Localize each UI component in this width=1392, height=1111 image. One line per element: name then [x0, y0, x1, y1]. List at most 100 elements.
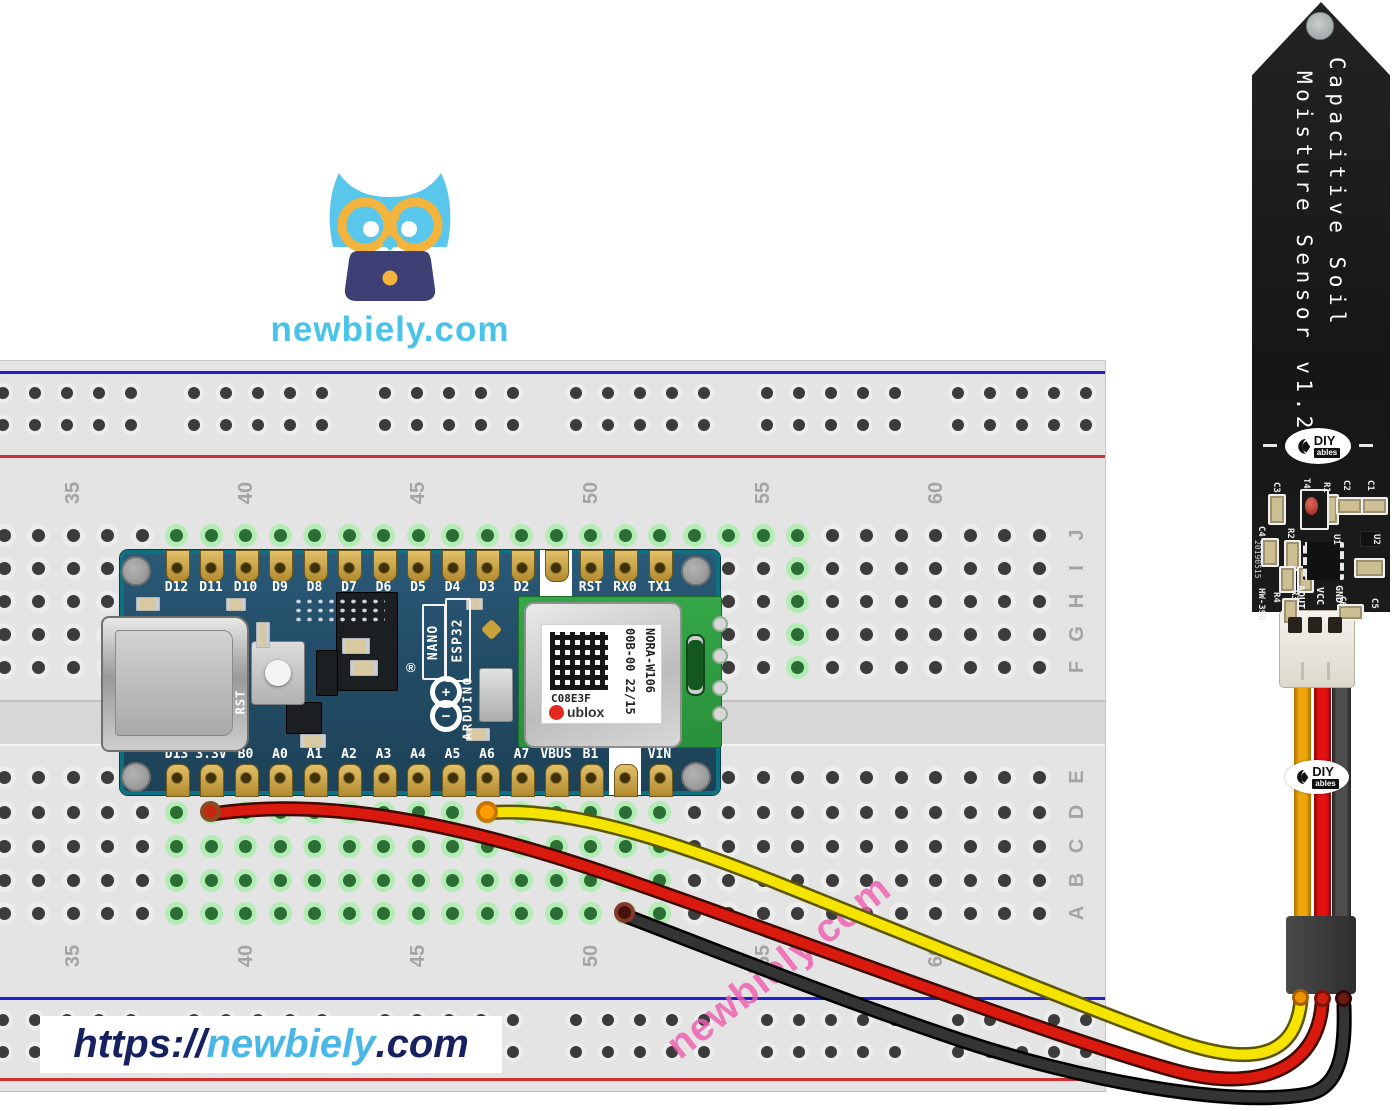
breadboard-hole: [860, 770, 873, 784]
component-ref: C3: [1271, 482, 1281, 493]
breadboard-hole: [1079, 1013, 1092, 1026]
ables-text: ables: [1312, 779, 1339, 789]
pin-label: VBUS: [540, 747, 572, 762]
breadboard-hole: [135, 906, 149, 920]
breadboard-hole: [888, 386, 901, 399]
breadboard-hole: [825, 561, 839, 575]
breadboard-hole: [0, 561, 11, 575]
breadboard-hole: [92, 418, 105, 431]
breadboard-hole: [894, 873, 908, 887]
breadboard-hole: [32, 660, 45, 674]
component-ref: R4: [1271, 592, 1281, 603]
breadboard-hole: [722, 839, 735, 853]
breadboard-hole: [856, 1045, 869, 1058]
breadboard-hole: [824, 418, 837, 431]
breadboard-hole: [187, 418, 200, 431]
breadboard-hole-connected: [377, 873, 390, 887]
castellation: [712, 706, 728, 722]
pin-label: A2: [341, 747, 357, 762]
breadboard-hole: [32, 839, 45, 853]
module-code: C08E3F: [551, 692, 591, 705]
breadboard-hole: [894, 594, 908, 608]
breadboard-hole: [66, 561, 80, 575]
breadboard-hole: [0, 1013, 9, 1026]
breadboard-hole: [135, 873, 149, 887]
breadboard-hole: [32, 561, 45, 575]
breadboard-hole: [60, 418, 73, 431]
pin-pad: [545, 764, 569, 797]
breadboard-hole: [929, 561, 942, 575]
pin-pad: [303, 764, 328, 797]
url-protocol: https://: [73, 1022, 207, 1066]
breadboard-hole-connected: [791, 561, 804, 575]
breadboard-hole: [998, 627, 1011, 641]
breadboard-hole-connected: [239, 873, 252, 887]
breadboard-hole-connected: [687, 528, 701, 542]
sensor-pin-label: GND: [1333, 585, 1344, 604]
breadboard-hole: [283, 386, 296, 399]
breadboard-hole-connected: [653, 839, 666, 853]
mounting-hole: [121, 556, 151, 586]
breadboard-hole: [951, 1013, 964, 1026]
breadboard-hole: [506, 1013, 519, 1026]
breadboard-hole-connected: [239, 805, 252, 819]
pin-pad: [476, 764, 500, 797]
diyables-bird-icon: [1297, 770, 1309, 784]
usb-connector-face: [115, 630, 233, 736]
breadboard-hole: [760, 418, 773, 431]
pin-pad: [303, 550, 328, 582]
smd-component: [342, 638, 370, 654]
module-batch: 00B-00 22/15: [623, 628, 637, 715]
breadboard-hole: [601, 418, 614, 431]
breadboard-hole: [722, 906, 735, 920]
breadboard-hole-connected: [584, 839, 597, 853]
breadboard-hole-connected: [756, 528, 770, 542]
pin-pad: [407, 764, 431, 797]
breadboard-hole: [983, 1045, 996, 1058]
breadboard-hole: [0, 805, 11, 819]
component-ref: C4: [1256, 526, 1266, 537]
breadboard-hole: [0, 660, 11, 674]
pin-pad: [510, 550, 535, 582]
breadboard-hole: [792, 1045, 805, 1058]
breadboard-hole-connected: [170, 906, 183, 920]
breadboard-hole-connected: [239, 906, 252, 920]
cable-endpoint-black: [1335, 990, 1352, 1007]
breadboard-hole: [410, 418, 423, 431]
pin-label: A4: [410, 747, 426, 762]
breadboard-hole-connected: [618, 839, 632, 853]
breadboard-hole: [219, 386, 232, 399]
breadboard-hole: [697, 418, 710, 431]
breadboard-hole-connected: [653, 906, 666, 920]
breadboard-hole: [101, 906, 114, 920]
pin-pad: [441, 764, 466, 797]
reset-button: [251, 641, 305, 705]
breadboard-hole: [1079, 386, 1092, 399]
breadboard-hole: [998, 594, 1011, 608]
breadboard-hole: [32, 528, 45, 542]
breadboard-hole: [1015, 1045, 1028, 1058]
breadboard-hole: [28, 386, 41, 399]
wire-endpoint-3v3: [200, 801, 221, 822]
component-ref: R1: [1321, 482, 1331, 493]
pin-label: A3: [375, 747, 392, 762]
pin-label: D11: [199, 580, 223, 595]
breadboard-hole: [963, 839, 977, 853]
breadboard-hole: [633, 1045, 646, 1058]
breadboard-hole: [60, 386, 73, 399]
breadboard-hole: [856, 418, 869, 431]
column-number: 60: [924, 944, 947, 968]
breadboard-hole: [687, 873, 701, 887]
pin-pad: [269, 550, 293, 582]
arduino-logo-ring-minus: −: [430, 700, 462, 732]
pin-pad: [648, 764, 673, 797]
breadboard-hole: [760, 1045, 773, 1058]
breadboard-hole-connected: [239, 839, 252, 853]
breadboard-hole: [92, 386, 105, 399]
pin-pad: [614, 764, 638, 797]
via-grid: [293, 597, 385, 623]
component-ref: C2: [1341, 480, 1351, 491]
breadboard-hole-connected: [653, 873, 666, 887]
breadboard-hole: [792, 1013, 805, 1026]
breadboard-hole: [929, 594, 942, 608]
